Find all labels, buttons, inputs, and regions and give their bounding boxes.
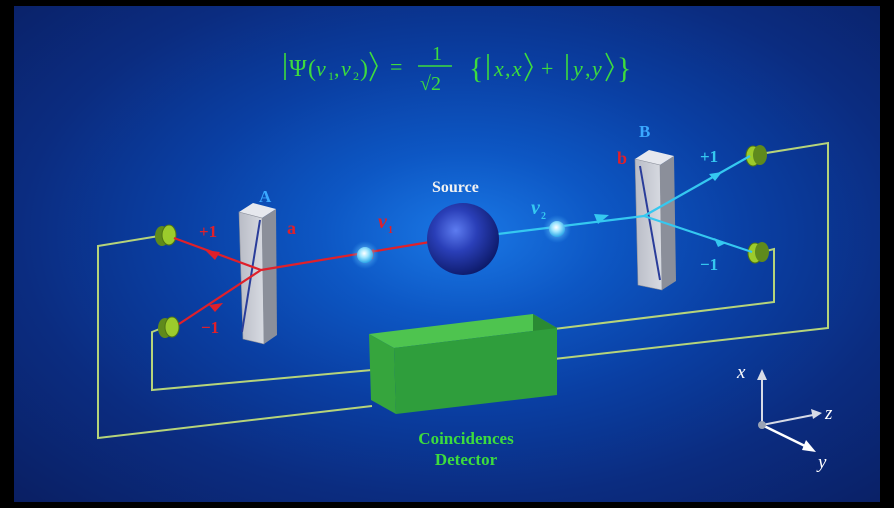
source-sphere bbox=[427, 203, 499, 275]
equation-rbrace: } bbox=[617, 52, 631, 85]
equation-x-2: x bbox=[511, 56, 522, 81]
beam-path-2 bbox=[481, 155, 753, 254]
equation-comma-3: , bbox=[585, 56, 591, 81]
equation-y-2: y bbox=[590, 56, 602, 81]
coincidence-detector-box bbox=[369, 314, 557, 414]
detector-lens-b-plus bbox=[745, 145, 767, 167]
diagram-svg: Ψ ( ν 1 , ν 2 ) = 1 √2 { x , x + y , y }… bbox=[97, 43, 833, 473]
detector-lens-b-minus bbox=[747, 242, 769, 264]
axis-x-label: x bbox=[736, 362, 746, 383]
equation-nu-1: ν bbox=[316, 56, 326, 81]
equation-lparen: ( bbox=[308, 56, 316, 82]
equation-frac-den: √2 bbox=[420, 73, 441, 95]
photon-2-glyph bbox=[543, 215, 571, 243]
equation-psi: Ψ bbox=[289, 56, 307, 82]
equation-frac-num: 1 bbox=[432, 43, 442, 65]
photon-1-label: ν bbox=[378, 211, 388, 233]
axis-y-label: y bbox=[816, 452, 827, 473]
equation-comma-2: , bbox=[505, 56, 511, 81]
analyzer-a-plus-label: +1 bbox=[199, 222, 217, 241]
analyzer-b-port-label: b bbox=[617, 148, 627, 168]
wire-b-plus bbox=[553, 141, 829, 360]
equation-equals: = bbox=[390, 54, 402, 79]
beam-path-1 bbox=[173, 236, 431, 325]
state-equation: Ψ ( ν 1 , ν 2 ) = 1 √2 { x , x + y , y } bbox=[284, 43, 631, 95]
wire-a-plus bbox=[97, 235, 373, 440]
equation-plus: + bbox=[541, 56, 553, 81]
photon-1-subscript: 1 bbox=[388, 225, 393, 236]
equation-y-1: y bbox=[571, 56, 583, 81]
equation-nu-2: ν bbox=[341, 56, 351, 81]
analyzer-a-minus-label: −1 bbox=[201, 318, 219, 337]
analyzer-b-label: B bbox=[639, 122, 650, 141]
photon-2-label: ν bbox=[531, 197, 541, 219]
analyzer-b-plus-label: +1 bbox=[700, 147, 718, 166]
wire-a-minus bbox=[151, 327, 373, 392]
detector-lens-a-minus bbox=[158, 316, 180, 338]
photon-2-subscript: 2 bbox=[541, 211, 546, 222]
equation-rparen: ) bbox=[360, 56, 368, 82]
equation-x-1: x bbox=[493, 56, 504, 81]
detector-label-line1: Coincidences bbox=[418, 429, 514, 448]
coordinate-axes bbox=[757, 369, 822, 452]
analyzer-a-port-label: a bbox=[287, 218, 296, 238]
detector-label-line2: Detector bbox=[435, 450, 498, 469]
diagram-canvas: Ψ ( ν 1 , ν 2 ) = 1 √2 { x , x + y , y }… bbox=[14, 6, 880, 502]
photon-1-glyph bbox=[351, 241, 379, 269]
equation-lbrace: { bbox=[469, 52, 483, 85]
equation-sub-2: 2 bbox=[353, 69, 359, 83]
analyzer-b-minus-label: −1 bbox=[700, 255, 718, 274]
detector-lens-a-plus bbox=[155, 224, 177, 246]
analyzer-a-prism bbox=[238, 203, 277, 345]
axis-z-label: z bbox=[824, 403, 833, 424]
analyzer-a-label: A bbox=[259, 187, 272, 206]
equation-comma-1: , bbox=[334, 56, 340, 81]
source-label: Source bbox=[432, 179, 479, 196]
equation-sub-1: 1 bbox=[328, 69, 334, 83]
